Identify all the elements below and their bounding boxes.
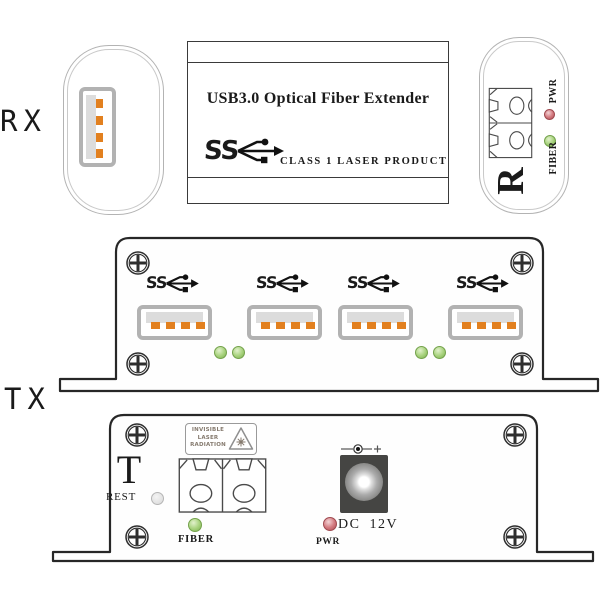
lc-duplex-icon: [488, 87, 533, 159]
usb-pin: [261, 322, 270, 329]
usb-pin: [382, 322, 391, 329]
usb-pin: [196, 322, 205, 329]
laser-warning-line: RADIATION: [190, 442, 226, 448]
reset-button: [151, 492, 164, 505]
rx-fiber-label: FIBER: [548, 141, 559, 175]
tx-status-led: [232, 346, 245, 359]
usb-pin: [166, 322, 175, 329]
tx-status-led: [415, 346, 428, 359]
phillips-screw-icon: [510, 251, 534, 275]
usb-trident-icon: [166, 273, 200, 292]
usb-pin: [96, 149, 103, 158]
phillips-screw-icon: [503, 525, 527, 549]
lc-duplex-connector-rotated: [488, 84, 533, 163]
usb-a-port-end-view: [79, 87, 116, 167]
rx-unit-label: RX: [0, 104, 47, 138]
usb-a-port: [448, 305, 523, 340]
dc-jack-barrel: [345, 463, 383, 501]
usb-pin: [306, 322, 315, 329]
reset-label: REST: [106, 491, 137, 503]
rear-pwr-led: [323, 517, 337, 531]
usb-port-tongue: [457, 312, 514, 323]
laser-warning-line: INVISIBLE: [191, 427, 225, 433]
usb-pin: [492, 322, 501, 329]
rx-left-endcap-inner-outline: [67, 49, 160, 211]
usb-pin: [352, 322, 361, 329]
usb-trident-icon: [476, 273, 510, 292]
usb-trident-icon: [237, 138, 285, 164]
superspeed-usb-logo: SS: [255, 272, 310, 294]
rear-pwr-label: PWR: [316, 537, 340, 547]
phillips-screw-icon: [503, 423, 527, 447]
ss-logo-text: SS: [455, 273, 478, 292]
usb-a-port: [137, 305, 212, 340]
tx-status-led: [433, 346, 446, 359]
phillips-screw-icon: [126, 251, 150, 275]
ss-logo-text: SS: [255, 273, 278, 292]
usb-pin: [477, 322, 486, 329]
usb-a-port: [247, 305, 322, 340]
ss-logo-text: SS: [346, 273, 369, 292]
usb-pin: [462, 322, 471, 329]
phillips-screw-icon: [125, 525, 149, 549]
ss-logo-text: SS: [202, 136, 240, 166]
usb-a-port: [338, 305, 413, 340]
superspeed-usb-logo: SS: [145, 272, 200, 294]
usb-port-tongue: [256, 312, 313, 323]
usb-trident-icon: [276, 273, 310, 292]
usb-pin: [151, 322, 160, 329]
superspeed-usb-logo: SS: [202, 134, 285, 168]
rx-right-endcap-inner-outline: [483, 41, 565, 210]
usb-pin: [96, 99, 103, 108]
rx-body: USB3.0 Optical Fiber Extender SS CLASS 1…: [187, 41, 449, 204]
usb-port-tongue: [86, 95, 96, 159]
lc-duplex-connector: [178, 458, 267, 513]
phillips-screw-icon: [510, 352, 534, 376]
superspeed-usb-logo: SS: [346, 272, 401, 294]
laser-warning-text: INVISIBLE LASER RADIATION: [188, 427, 228, 450]
usb-pin: [96, 133, 103, 142]
body-top-strip-line: [188, 62, 448, 63]
body-bottom-strip-line: [188, 177, 448, 178]
usb-pin: [96, 116, 103, 125]
laser-hazard-triangle-icon: [228, 427, 254, 450]
usb-trident-icon: [367, 273, 401, 292]
rear-side-letter: T: [116, 447, 142, 492]
dc-power-jack: [340, 455, 388, 513]
ss-logo-text: SS: [145, 273, 168, 292]
rx-side-letter: R: [490, 167, 532, 195]
rx-pwr-led: [544, 109, 555, 120]
dc-polarity-icon: [341, 444, 381, 454]
rx-pwr-label: PWR: [548, 78, 559, 104]
product-title: USB3.0 Optical Fiber Extender: [206, 90, 430, 107]
usb-port-tongue: [347, 312, 404, 323]
phillips-screw-icon: [126, 352, 150, 376]
phillips-screw-icon: [125, 423, 149, 447]
usb-pin: [367, 322, 376, 329]
rx-fiber-led: [544, 135, 556, 147]
usb-pin: [276, 322, 285, 329]
laser-warning-line: LASER: [197, 434, 219, 441]
rear-fiber-led: [188, 518, 202, 532]
tx-faceplate-outline: [58, 236, 600, 393]
laser-warning-label: INVISIBLE LASER RADIATION: [185, 423, 257, 455]
class-laser-label: CLASS 1 LASER PRODUCT: [280, 156, 448, 167]
tx-unit-label: TX: [4, 382, 51, 416]
superspeed-usb-logo: SS: [455, 272, 510, 294]
usb-pin: [181, 322, 190, 329]
usb-pin: [291, 322, 300, 329]
usb-port-tongue: [146, 312, 203, 323]
usb-pin: [397, 322, 406, 329]
dc-voltage-label: DC 12V: [338, 517, 399, 532]
rear-fiber-label: FIBER: [177, 534, 215, 545]
usb-pin: [507, 322, 516, 329]
tx-status-led: [214, 346, 227, 359]
